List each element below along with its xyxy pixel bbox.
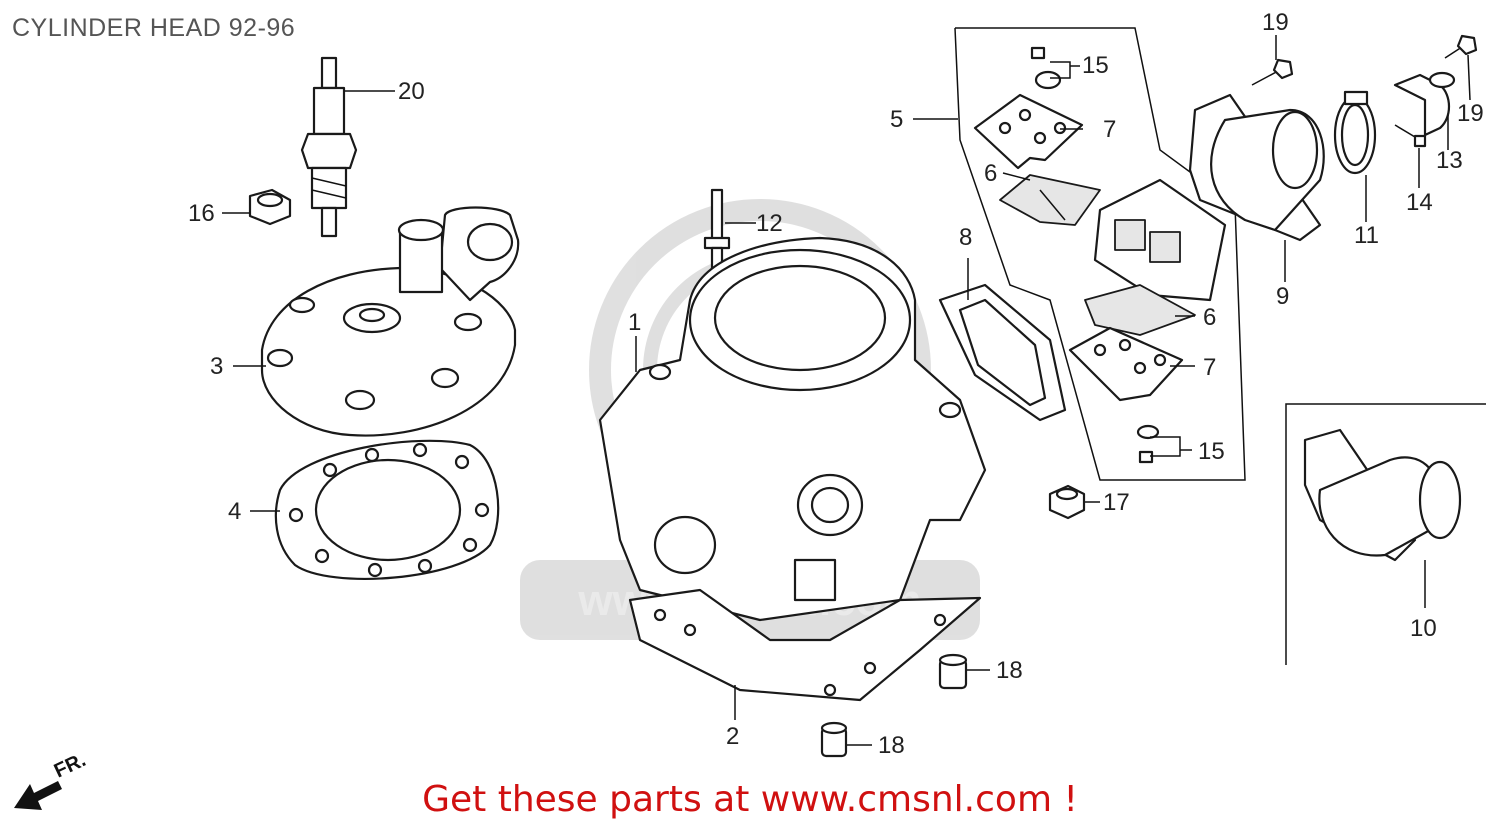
reed-stopper-lower[interactable] [1068, 326, 1184, 402]
reed-petal-lower[interactable] [1084, 284, 1196, 336]
reed-stopper-upper[interactable] [973, 93, 1084, 170]
label-16: 16 [188, 200, 215, 227]
label-8: 8 [959, 224, 972, 251]
label-3: 3 [210, 353, 223, 380]
front-label: FR. [51, 749, 89, 783]
label-6-upper: 6 [984, 160, 997, 187]
label-7-lower: 7 [1203, 354, 1216, 381]
label-18-lower: 18 [878, 732, 905, 759]
label-2: 2 [726, 723, 739, 750]
intake-manifold[interactable] [1188, 93, 1325, 242]
bolt-a[interactable] [1251, 58, 1294, 86]
reed-valve-gasket[interactable] [938, 283, 1067, 422]
alternate-intake-manifold[interactable] [1303, 428, 1462, 562]
parts-link-banner[interactable]: Get these parts at www.cmsnl.com ! [0, 779, 1500, 820]
cylinder-head[interactable] [260, 206, 520, 437]
diagram-title: CYLINDER HEAD 92-96 [12, 14, 296, 42]
intake-nut[interactable] [1048, 484, 1086, 520]
dowel-pin-lower[interactable] [820, 721, 848, 758]
label-10: 10 [1410, 615, 1437, 642]
hose-clamp[interactable] [1333, 90, 1377, 175]
bolt-b[interactable] [1444, 34, 1478, 59]
label-14: 14 [1406, 189, 1433, 216]
head-gasket[interactable] [274, 439, 500, 580]
label-19-right: 19 [1457, 100, 1484, 127]
cylinder[interactable] [598, 236, 987, 622]
label-15-lower: 15 [1198, 438, 1225, 465]
label-20: 20 [398, 78, 425, 105]
label-9: 9 [1276, 283, 1289, 310]
label-5: 5 [890, 106, 903, 133]
reed-valve-assembly-frame [954, 27, 1246, 481]
cylinder-head-nut[interactable] [248, 188, 292, 226]
label-6-lower: 6 [1203, 304, 1216, 331]
reed-cage[interactable] [1093, 178, 1227, 302]
leader-lines [222, 35, 1471, 746]
label-4: 4 [228, 498, 241, 525]
clamp-screw[interactable] [1394, 124, 1427, 148]
label-13: 13 [1436, 147, 1463, 174]
label-18-upper: 18 [996, 657, 1023, 684]
reed-petal-upper[interactable] [999, 174, 1101, 226]
label-7-upper: 7 [1103, 116, 1116, 143]
reed-screw-lower[interactable] [1136, 424, 1160, 464]
clamp-bracket[interactable] [1393, 71, 1456, 137]
label-12: 12 [756, 210, 783, 237]
alternate-manifold-box [1285, 403, 1486, 665]
label-17: 17 [1103, 489, 1130, 516]
label-1: 1 [628, 309, 641, 336]
parts-link-text[interactable]: Get these parts at www.cmsnl.com ! [422, 779, 1078, 820]
spark-plug[interactable] [300, 56, 358, 238]
label-15-upper: 15 [1082, 52, 1109, 79]
reed-screw-upper[interactable] [1030, 46, 1062, 90]
label-11: 11 [1354, 222, 1379, 249]
label-19-left: 19 [1262, 9, 1289, 36]
dowel-pin-upper[interactable] [938, 653, 968, 690]
base-gasket[interactable] [628, 588, 982, 702]
